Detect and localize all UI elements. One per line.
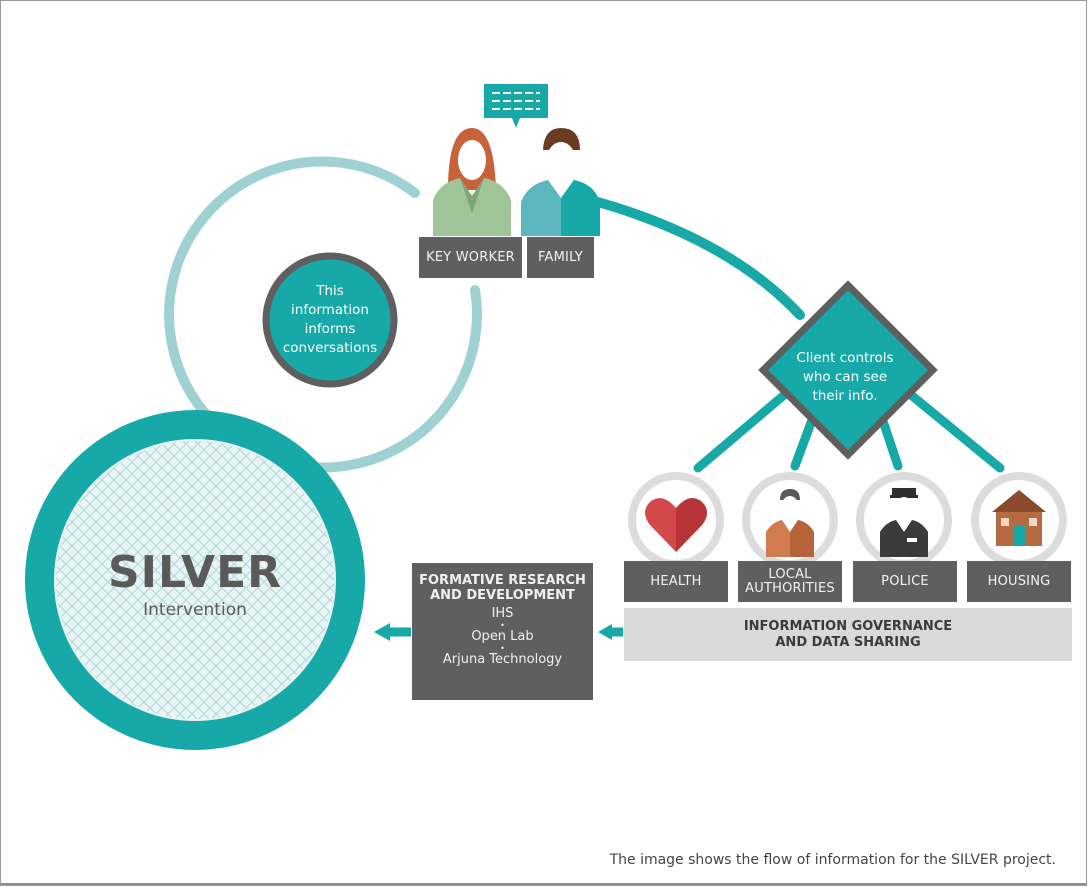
arrow-head-to-research (598, 624, 612, 640)
connector-health (693, 385, 795, 473)
governance-line: AND DATA SHARING (775, 634, 921, 650)
decision-line: Client controls (796, 349, 894, 366)
figure-caption: The image shows the flow of information … (609, 852, 1056, 868)
local-authorities-label-line: LOCAL (768, 566, 812, 582)
silver-subtitle: Intervention (143, 600, 247, 620)
decision-line: their info. (812, 387, 878, 404)
family-member-icon (521, 128, 600, 236)
research-title-line: AND DEVELOPMENT (430, 588, 575, 603)
housing-label-text: HOUSING (987, 573, 1051, 589)
arrow-head-to-silver (374, 623, 390, 641)
client-controls-note: Client controls who can see their info. (780, 322, 910, 432)
conversation-note: This information informs conversations (262, 252, 398, 388)
police-officer-icon (880, 488, 928, 557)
family-to-decision-arc (593, 197, 805, 320)
family-label: FAMILY (527, 237, 594, 278)
housing-label: HOUSING (967, 561, 1071, 602)
key-worker-label-text: KEY WORKER (426, 249, 515, 265)
research-partner-open-lab: Open Lab (471, 629, 534, 644)
information-governance-bar: INFORMATION GOVERNANCE AND DATA SHARING (624, 608, 1072, 661)
local-authorities-label-line: AUTHORITIES (745, 580, 835, 596)
formative-research-box: FORMATIVE RESEARCH AND DEVELOPMENT IHS •… (412, 563, 593, 700)
local-authorities-label: LOCAL AUTHORITIES (738, 561, 842, 602)
research-separator: • (500, 644, 505, 653)
governance-line: INFORMATION GOVERNANCE (743, 618, 953, 634)
house-icon (992, 490, 1046, 546)
police-label-text: POLICE (881, 573, 929, 589)
speech-bubble-icon (484, 84, 548, 128)
conversation-circle (262, 252, 398, 388)
decision-line: who can see (802, 368, 888, 385)
research-partner-ihs: IHS (491, 606, 514, 621)
conversation-line: This (316, 283, 344, 299)
health-label: HEALTH (624, 561, 728, 602)
research-partner-arjuna: Arjuna Technology (442, 652, 563, 667)
research-separator: • (500, 621, 505, 630)
silver-title: SILVER (107, 547, 283, 598)
conversation-line: conversations (282, 340, 378, 356)
decision-diamond (758, 280, 938, 460)
health-label-text: HEALTH (650, 573, 702, 589)
research-title-line: FORMATIVE RESEARCH (419, 573, 586, 588)
official-person-icon (766, 489, 814, 557)
conversation-line: informs (304, 321, 356, 337)
key-worker-label: KEY WORKER (419, 237, 522, 278)
connector-housing (900, 385, 1005, 473)
silver-circle-inner (54, 439, 336, 721)
family-label-text: FAMILY (538, 249, 583, 265)
key-worker-icon (433, 128, 511, 236)
conversation-line: information (291, 302, 369, 318)
conversation-loop-arc-right (345, 285, 482, 470)
police-label: POLICE (853, 561, 957, 602)
